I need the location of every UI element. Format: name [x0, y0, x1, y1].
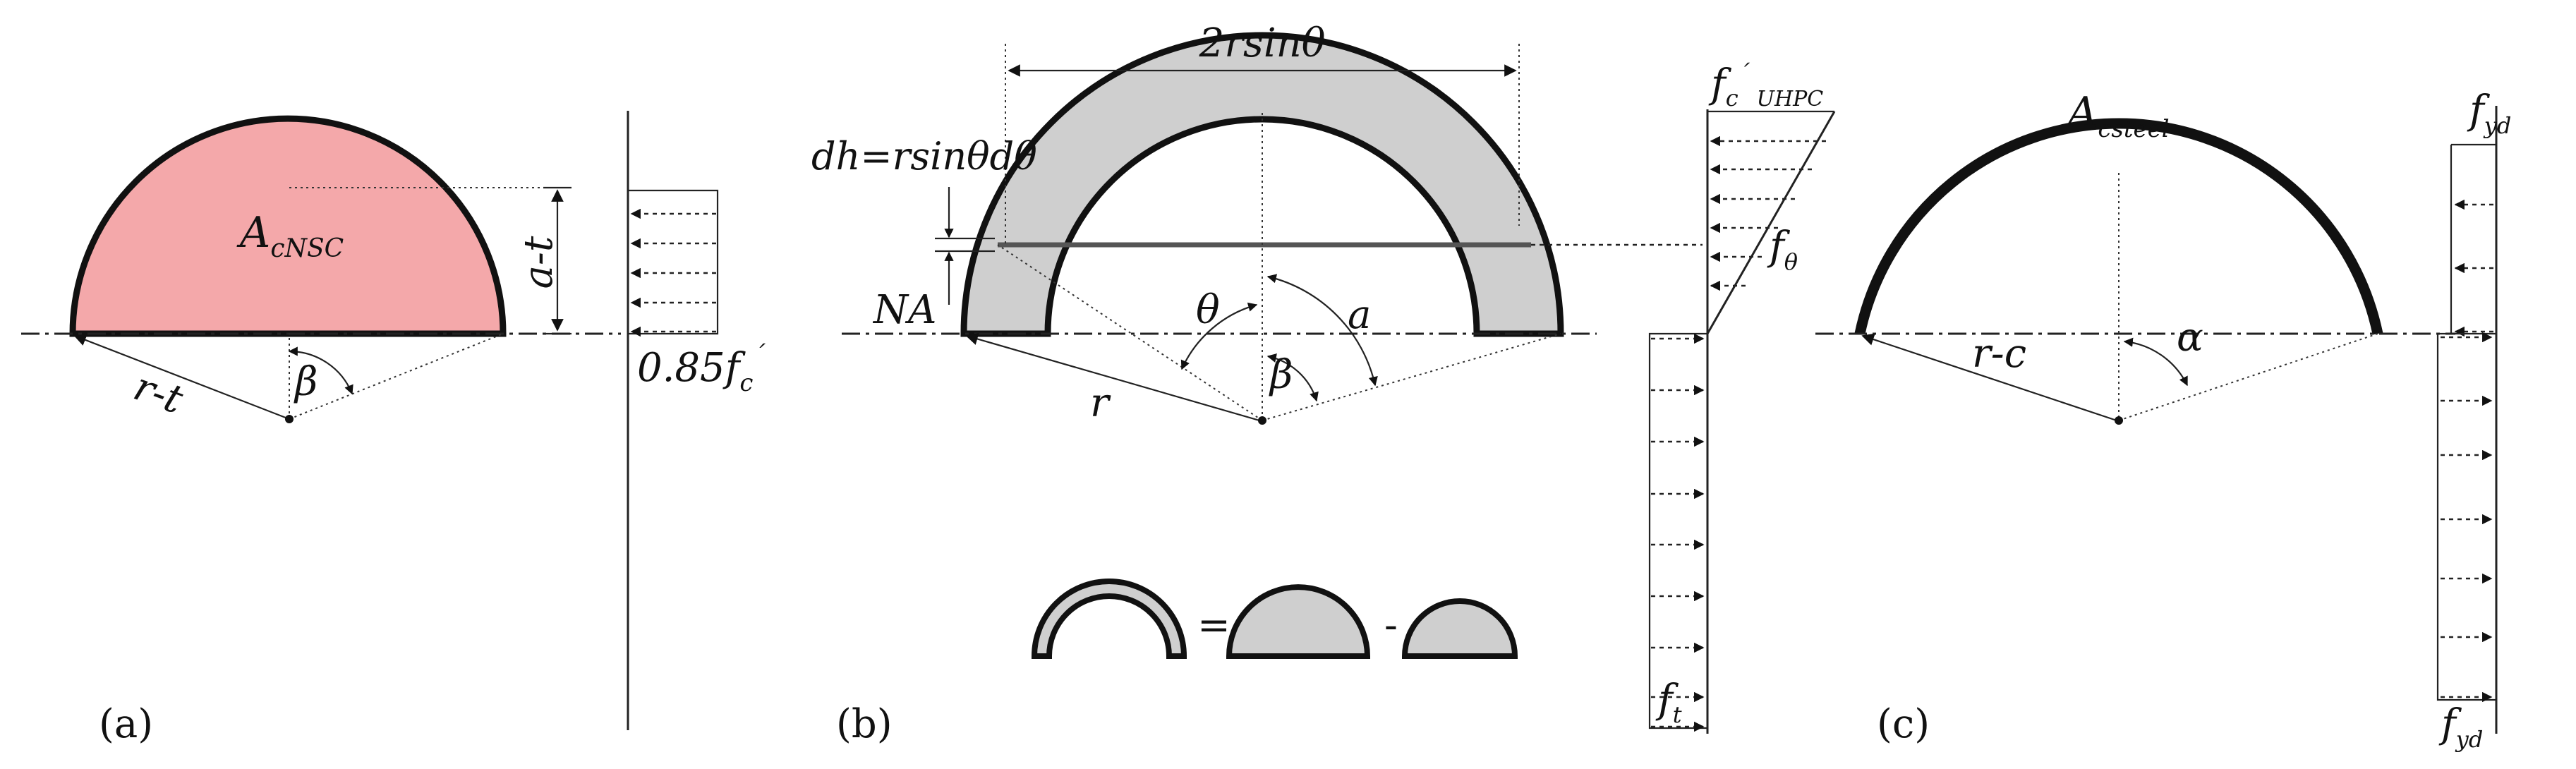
bottom-stress-label-c: fyd [2438, 701, 2483, 753]
na-label: NA [872, 287, 936, 333]
width-label: 2rsinθ [1199, 20, 1326, 66]
radius-label-c: r-c [1972, 331, 2026, 377]
center-point-b [1258, 416, 1266, 425]
beta-arc-a [288, 346, 353, 395]
top-stress-label-b: fc´UHPC [1708, 59, 1823, 111]
dotted-radius-c [2118, 333, 2378, 421]
compression-arrows-b [1710, 135, 1826, 291]
panel-c: α r-c Acsteel fyd [1815, 87, 2511, 753]
steel-tension-block: fyd [2436, 332, 2496, 753]
tension-outline [1648, 332, 1707, 729]
equation-minus: - [1384, 603, 1398, 648]
beta-label-b: β [1269, 352, 1293, 398]
dotted-radius-b-left [997, 244, 1263, 421]
strip-label: dh=rsinθdθ [811, 134, 1037, 178]
area-equation: = - [1031, 579, 1518, 659]
equation-annulus [1031, 579, 1187, 659]
theta-arc [1180, 302, 1258, 370]
dotted-radius-b-right [1262, 333, 1561, 421]
dotted-radius-a [289, 333, 504, 420]
tension-label-b: ft [1655, 677, 1682, 728]
panel-label-a: (a) [99, 701, 153, 747]
steel-tube-arc [1854, 118, 2383, 335]
center-point-c [2115, 416, 2123, 425]
radius-label-a: r-t [128, 363, 189, 423]
theta-label: θ [1196, 287, 1220, 333]
alpha-label: a [1348, 292, 1371, 338]
height-label-a: a-t [516, 236, 562, 289]
radius-label-b: r [1090, 380, 1111, 426]
top-stress-label-c: fyd [2467, 87, 2511, 139]
nsc-compression-segment [69, 115, 507, 337]
stress-arrows-a [630, 208, 716, 337]
equation-outer-circle [1226, 584, 1371, 659]
stress-label-a: 0.85fc´ [637, 341, 766, 397]
beta-arc-b [1266, 353, 1319, 402]
theta-stress-label: fθ [1767, 224, 1798, 275]
alpha-arc-c [2123, 337, 2188, 387]
equation-inner-circle [1401, 598, 1518, 659]
stress-block-a [628, 189, 719, 335]
uhpc-annulus [960, 32, 1564, 337]
radius-line-b [965, 332, 1260, 422]
alpha-arc [1266, 274, 1378, 387]
alpha-label-c: α [2177, 315, 2203, 361]
radius-line-c [1861, 333, 2117, 422]
beta-label-a: β [294, 359, 318, 405]
equation-equals: = [1197, 603, 1230, 648]
panel-a: a-t β r-t AcNSC 0.85fc´ (a) [21, 111, 766, 747]
center-point-a [285, 415, 294, 423]
steel-tension-outline [2436, 332, 2496, 701]
stress-block-b: fc´UHPC fθ [1706, 59, 1836, 334]
stress-slope [1706, 111, 1836, 334]
area-label-a: AcNSC [236, 208, 344, 263]
panel-b: NA 2rsinθ dh=rsinθdθ θ a β r = [811, 20, 1836, 747]
panel-label-b: (b) [836, 701, 893, 747]
area-label-c: Acsteel [2064, 88, 2170, 143]
radius-line-a [73, 334, 290, 420]
tension-block-b: ft [1648, 332, 1709, 734]
panel-label-c: (c) [1877, 701, 1930, 747]
